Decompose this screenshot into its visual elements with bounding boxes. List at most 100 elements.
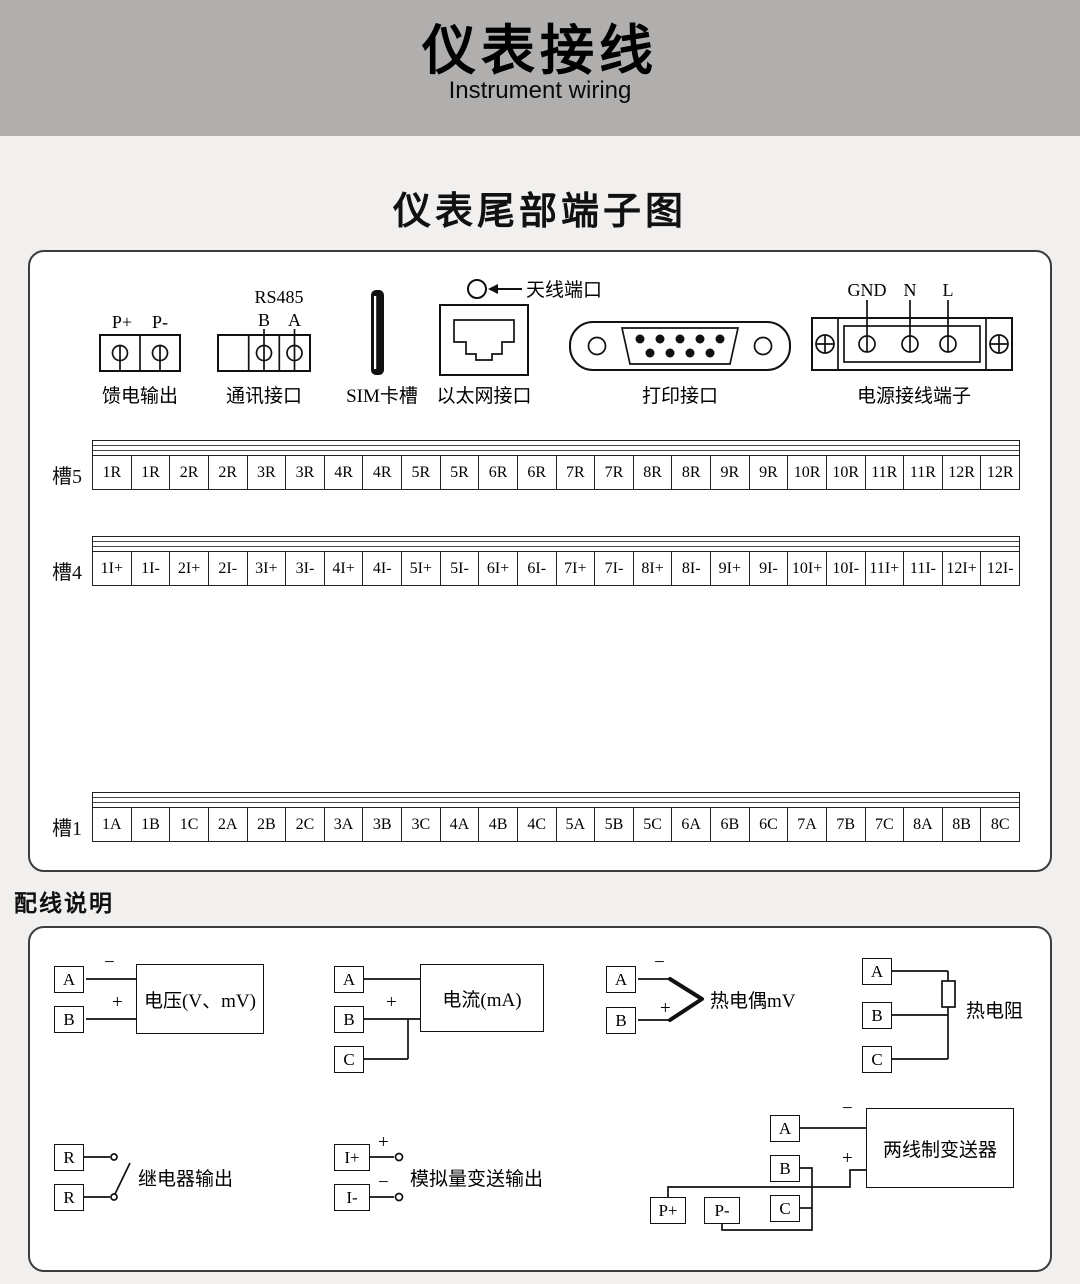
terminal-box-a: A [862,958,892,985]
terminal-cell: 8I+ [634,552,673,585]
terminal-cell: 4A [441,808,480,841]
comm-protocol-label: RS485 [254,287,303,307]
terminal-box-iminus: I- [334,1184,370,1211]
analog-wires-icon [370,1152,404,1202]
terminal-box-c: C [770,1195,800,1222]
example-analog-output: I+ I- + − 模拟量变送输出 [328,1132,598,1222]
terminal-cell: 11R [904,456,943,489]
terminal-cell: 2B [248,808,287,841]
thermocouple-label: 热电偶mV [710,991,796,1012]
terminal-cell: 2R [170,456,209,489]
terminal-cell: 6C [750,808,789,841]
terminal-cell: 8A [904,808,943,841]
thermocouple-plus-mark: + [660,998,671,1019]
thermocouple-minus-mark: − [654,952,665,973]
terminal-box-c: C [862,1046,892,1073]
terminal-cell: 7B [827,808,866,841]
terminal-cell: 2R [209,456,248,489]
comm-pin-a-label: A [288,310,301,330]
terminal-rail [93,793,1019,808]
terminal-box-a: A [770,1115,800,1142]
terminal-cell: 3A [325,808,364,841]
terminal-box-iplus: I+ [334,1144,370,1171]
terminal-cell: 6A [672,808,711,841]
terminal-cell: 4B [479,808,518,841]
terminal-cell: 11R [866,456,905,489]
terminal-cell: 5R [441,456,480,489]
page-header: 仪表接线 Instrument wiring [0,0,1080,136]
transmitter-minus-mark: − [842,1098,853,1119]
terminal-box-a: A [606,966,636,993]
feed-pin-minus-label: P- [152,312,168,332]
terminal-box-b: B [862,1002,892,1029]
terminal-box-pplus: P+ [650,1197,686,1224]
terminal-cell: 7R [595,456,634,489]
terminal-cell: 6I- [518,552,557,585]
page-title: 仪表接线 [422,21,658,81]
terminal-box-c: C [334,1046,364,1073]
terminal-cell: 1R [93,456,132,489]
printer-port-icon: 打印接口 [569,321,791,407]
terminal-cell: 1C [170,808,209,841]
terminal-cell: 11I+ [866,552,905,585]
terminal-cell: 9R [711,456,750,489]
example-thermocouple: A B − + 热电偶mV [600,950,850,1046]
terminal-cell: 2A [209,808,248,841]
power-pin-l-label: L [943,280,954,300]
connector-band: P+ P- 馈电输出 RS485 B A 通讯接口 [99,279,1013,407]
thermocouple-wires-icon [638,977,704,1022]
terminal-cell: 6R [479,456,518,489]
terminal-cell: 7I- [595,552,634,585]
analog-minus-mark: − [378,1172,389,1193]
terminal-cell: 12I+ [943,552,982,585]
current-plus-mark: + [386,992,397,1013]
power-pin-gnd-label: GND [848,280,887,300]
comm-port-connector-icon: RS485 B A 通讯接口 [217,287,311,407]
terminal-cell: 2I- [209,552,248,585]
terminal-cell: 11I- [904,552,943,585]
power-pin-n-label: N [904,280,917,300]
terminal-cell: 3I- [286,552,325,585]
page-subtitle: Instrument wiring [448,77,632,104]
slot4-terminal-strip: 1I+1I-2I+2I-3I+3I-4I+4I-5I+5I-6I+6I-7I+7… [92,536,1020,586]
example-transmitter: P+ P- A B C − + 两线制变送器 [640,1098,1040,1240]
terminal-cell: 2C [286,808,325,841]
terminal-box-pminus: P- [704,1197,740,1224]
terminal-cell: 5C [634,808,673,841]
terminal-rail [93,441,1019,456]
terminal-cell: 3C [402,808,441,841]
terminal-cell: 8B [943,808,982,841]
transmitter-wires-icon [667,1127,866,1231]
slot5-label: 槽5 [52,466,82,488]
terminal-cell: 10I- [827,552,866,585]
relay-label: 继电器输出 [138,1169,234,1190]
voltage-wires-icon [86,978,136,1020]
terminal-box-b: B [54,1006,84,1033]
antenna-port-icon: 天线端口 [467,279,602,301]
slot1-label: 槽1 [52,818,82,840]
terminal-cell: 3R [286,456,325,489]
comm-label: 通讯接口 [226,385,302,407]
terminal-cell: 9I- [750,552,789,585]
terminal-cell: 9I+ [711,552,750,585]
terminal-cell: 7C [866,808,905,841]
terminal-cell: 6B [711,808,750,841]
power-terminal-icon: GND N L 电源接线端子 [811,280,1013,407]
printer-label: 打印接口 [642,385,718,407]
terminal-cell: 5I- [441,552,480,585]
transmitter-plus-mark: + [842,1148,853,1169]
feed-label: 馈电输出 [102,385,178,407]
antenna-label: 天线端口 [526,279,602,301]
terminal-box-r2: R [54,1184,84,1211]
terminal-cell: 6I+ [479,552,518,585]
terminal-cell: 7R [557,456,596,489]
feed-pin-plus-label: P+ [112,312,132,332]
current-box: 电流(mA) [420,964,544,1032]
terminal-cell: 8R [672,456,711,489]
terminal-box-r1: R [54,1144,84,1171]
feed-output-connector-icon: P+ P- 馈电输出 [99,312,181,407]
terminal-rail [93,537,1019,552]
terminal-cell: 9R [750,456,789,489]
terminal-cell: 1R [132,456,171,489]
